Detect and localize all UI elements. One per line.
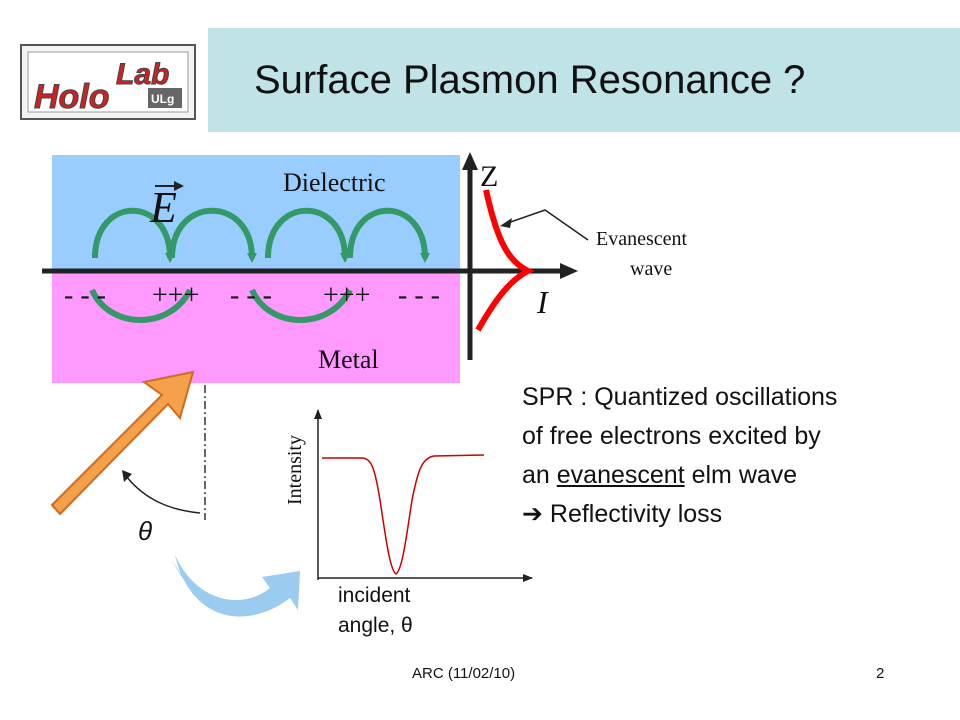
- charge-negative-3: - - -: [398, 280, 440, 311]
- z-axis-label: Z: [480, 160, 499, 193]
- metal-label: Metal: [318, 345, 379, 374]
- description-line3-prefix: an: [522, 461, 557, 489]
- description-line4-text: Reflectivity loss: [549, 500, 723, 528]
- right-arrow-icon: ➔: [522, 500, 543, 528]
- incident-beam-arrow: [50, 370, 195, 516]
- reflectivity-curve: [322, 454, 485, 575]
- title-bar: [208, 28, 960, 132]
- graph-xlabel-line2: angle, θ: [338, 614, 413, 637]
- evanescent-label-line1: Evanescent: [596, 228, 688, 250]
- page-number: 2: [876, 665, 885, 682]
- description-evanescent-word: evanescent: [556, 461, 685, 489]
- charge-positive-1: +++: [152, 280, 200, 311]
- evanescent-curve: [475, 189, 535, 332]
- description-line2: of free electrons excited by: [522, 422, 821, 450]
- electric-field-symbol: E: [150, 183, 177, 232]
- description-line4: ➔ Reflectivity loss: [522, 495, 942, 534]
- field-lines-lower: [89, 288, 353, 323]
- logo-ulg-text: ULg: [151, 92, 174, 106]
- theta-label: θ: [138, 516, 153, 546]
- charge-positive-2: +++: [323, 280, 371, 311]
- description-line3-suffix: elm wave: [684, 461, 798, 489]
- graph-xlabel-line1: incident: [338, 584, 411, 607]
- field-lines-upper: [92, 207, 430, 263]
- intensity-axis-label: I: [537, 284, 548, 320]
- description-line1: SPR : Quantized oscillations: [522, 383, 838, 411]
- theta-arc: [125, 475, 201, 514]
- metal-region: [52, 271, 460, 383]
- description-line3: an evanescent elm wave: [522, 456, 942, 495]
- slide-title: Surface Plasmon Resonance ?: [254, 58, 806, 102]
- spr-description: SPR : Quantized oscillations of free ele…: [522, 378, 942, 534]
- holo-lab-logo: Lab Holo ULg: [20, 44, 196, 120]
- charge-negative-2: - - -: [230, 280, 272, 311]
- logo-holo-text: Holo: [34, 78, 110, 116]
- graph-ylabel: Intensity: [284, 435, 306, 505]
- logo-lab-text: Lab: [116, 58, 169, 91]
- footer-date: ARC (11/02/10): [412, 665, 516, 682]
- dielectric-label: Dielectric: [283, 168, 386, 197]
- evanescent-label-line2: wave: [630, 258, 673, 280]
- charge-negative-1: - - -: [64, 280, 106, 311]
